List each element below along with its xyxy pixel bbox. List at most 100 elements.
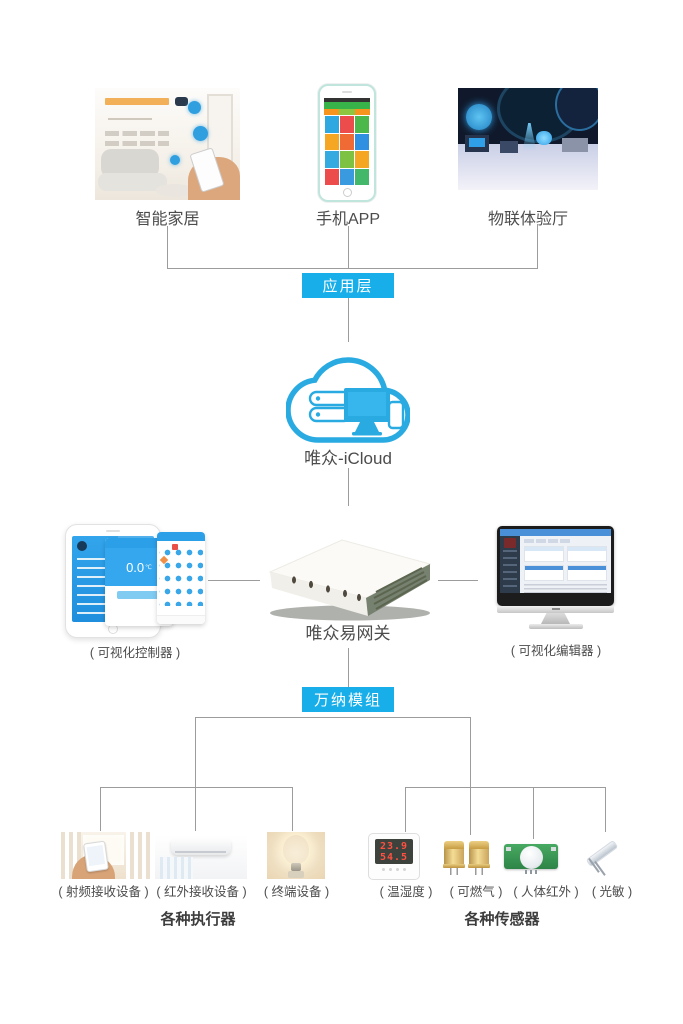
cloud-server-icon [285, 357, 411, 443]
photo-title-decor [105, 98, 169, 106]
app-screen [324, 98, 370, 186]
temp-value: 23.9 [379, 840, 409, 852]
avatar [77, 541, 87, 551]
connector [438, 580, 478, 581]
pir-sensor-photo [504, 841, 558, 874]
editor-screen [500, 529, 611, 593]
app-tabs-decor [324, 109, 370, 115]
gas-sensor-icon [442, 841, 465, 877]
label-light: ( 光敏 ) [591, 885, 633, 899]
connector [348, 468, 349, 506]
mobile-app-photo [318, 84, 376, 202]
controller-screen-devices [157, 532, 205, 624]
label-gateway: 唯众易网关 [305, 624, 391, 643]
light-sensor-photo [577, 833, 625, 878]
pir-dome-icon [519, 846, 543, 869]
menu-list-decor [77, 558, 109, 614]
editor-main-decor [520, 536, 611, 593]
connector [348, 648, 349, 687]
connector [195, 717, 196, 831]
camera-decor [174, 96, 188, 106]
connector [167, 226, 168, 268]
wifi-node-icon [187, 101, 201, 115]
curtain-decor [159, 857, 193, 879]
iot-exhibition-photo [458, 88, 598, 190]
sidebar-menu-decor [503, 550, 517, 590]
avatar [504, 538, 516, 548]
gateway-device [268, 539, 432, 621]
sofa-decor [97, 173, 168, 192]
table-decor [155, 184, 194, 197]
connector [100, 787, 101, 831]
phone-in-hand-decor [82, 840, 110, 873]
pins-decor [525, 870, 537, 874]
status-bar-decor [324, 98, 370, 102]
editor-sidebar-decor [500, 536, 520, 593]
connector [195, 717, 471, 718]
exhibit-decor [465, 134, 489, 153]
connector [208, 580, 260, 581]
bulb-icon [283, 835, 309, 864]
editor-topbar-decor [500, 529, 611, 536]
pcb-pad-decor [551, 847, 556, 851]
gateway-photo [258, 524, 440, 624]
wifi-node-icon [193, 126, 209, 142]
monitor-logo-decor [551, 608, 560, 610]
tab-bar-decor [157, 615, 205, 624]
label-gas: ( 可燃气 ) [449, 885, 503, 899]
exhibit-decor [561, 137, 589, 153]
connector [605, 787, 606, 832]
temp-humidity-sensor-photo: 23.9 54.5 [368, 833, 420, 880]
phone-frame [318, 84, 376, 202]
title-sensors: 各种传感器 [464, 911, 540, 928]
monitor-base-decor [528, 624, 583, 629]
monitor-stand-decor [540, 613, 571, 625]
editor-text-decor [524, 584, 607, 593]
wifi-node-icon [170, 155, 181, 166]
sofa-decor [100, 148, 159, 178]
app-tile-grid [324, 115, 370, 186]
humidity-value: 54.5 [379, 851, 409, 863]
visual-editor-photo [497, 526, 614, 630]
connector [348, 226, 349, 268]
label-visual-controller: ( 可视化控制器 ) [89, 646, 181, 660]
label-temp-humidity: ( 温湿度 ) [379, 885, 433, 899]
label-exhibition: 物联体验厅 [487, 211, 568, 228]
ceiling-disc-decor [554, 88, 598, 131]
terminal-device-photo [267, 832, 325, 879]
lcd-display: 23.9 54.5 [375, 839, 413, 864]
exhibit-decor [500, 141, 519, 154]
connector [348, 298, 349, 342]
monitor-bezel [497, 526, 614, 606]
curtain-decor [125, 832, 150, 879]
rf-receiver-photo [57, 832, 150, 879]
reading-unit: ℃ [145, 564, 152, 571]
phone-speaker-decor [106, 530, 120, 532]
editor-panels-decor [524, 565, 607, 581]
pcb-pad-decor [506, 847, 511, 851]
connector [405, 787, 406, 832]
label-visual-editor: ( 可视化编辑器 ) [510, 644, 602, 658]
connector [533, 787, 534, 839]
connector [537, 224, 538, 268]
tag-wanna-module: 万纳模组 [302, 687, 394, 712]
label-smart-home: 智能家居 [135, 211, 200, 228]
ceiling-disc-decor [466, 104, 492, 130]
label-mobile-app: 手机APP [315, 211, 381, 228]
connector [405, 787, 606, 788]
bulb-base-decor [291, 863, 301, 872]
title-actuators: 各种执行器 [160, 911, 236, 928]
label-pir: ( 人体红外 ) [513, 885, 579, 899]
connector [292, 787, 293, 831]
air-conditioner-decor [170, 838, 232, 855]
editor-toolbar-decor [524, 539, 607, 543]
device-icon-red [172, 544, 178, 550]
smart-home-photo [95, 88, 240, 200]
connector [470, 717, 471, 835]
app-header-decor [324, 102, 370, 109]
editor-panels-decor [524, 546, 607, 562]
label-ir-receiver: ( 红外接收设备 ) [156, 885, 247, 899]
shelf-decor [108, 118, 152, 121]
connector [100, 787, 293, 788]
ir-receiver-photo [155, 835, 247, 879]
